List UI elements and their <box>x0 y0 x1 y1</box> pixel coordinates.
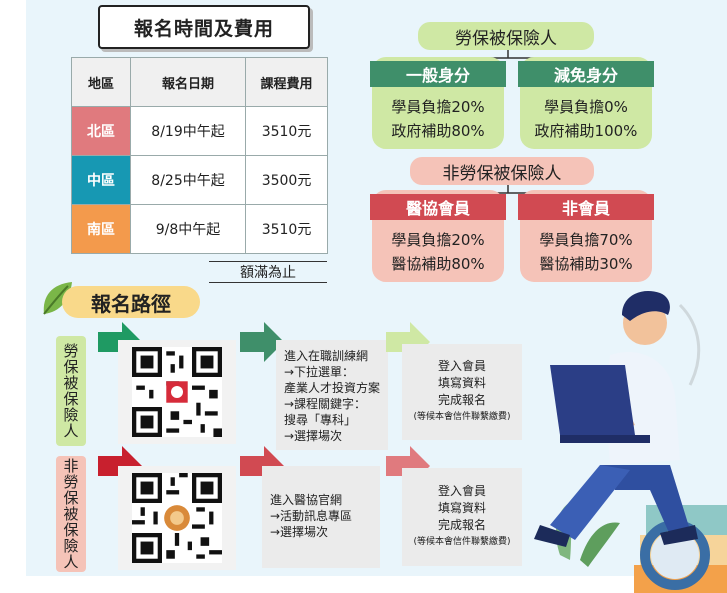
insured-title: 勞保被保險人 <box>418 22 594 50</box>
table-row: 南區 9/8中午起 3510元 <box>71 204 328 254</box>
fee-section-title: 報名時間及費用 <box>98 5 310 49</box>
fee-cell: 3510元 <box>245 204 328 254</box>
row2-step: 進入醫協官網 <box>270 493 343 507</box>
row2-final: 登入會員 填寫資料 完成報名 (等候本會信件聯繫繳費) <box>402 468 522 566</box>
non-member-line1: 學員負擔70% <box>539 231 633 249</box>
non-member-card: 非會員 學員負擔70% 醫協補助30% <box>518 190 654 282</box>
non-member-line2: 醫協補助30% <box>539 255 633 273</box>
non-insured-title-text: 非勞保被保險人 <box>442 163 562 184</box>
row1-final-line: 填寫資料 <box>437 376 486 390</box>
row1-steps: 進入在職訓練網 →下拉選單： 產業人才投資方案 →課程關鍵字： 搜尋「專科」 →… <box>276 340 388 450</box>
table-row: 中區 8/25中午起 3500元 <box>71 155 328 205</box>
row1-step: →選擇場次 <box>284 429 343 443</box>
general-line2: 政府補助80% <box>391 122 485 140</box>
qr-code-icon <box>132 347 222 437</box>
general-line1: 學員負擔20% <box>391 98 485 116</box>
row1-step: →下拉選單： <box>284 365 355 379</box>
row1-arrow-2 <box>240 322 284 362</box>
route-title-text: 報名路徑 <box>91 291 171 316</box>
qr-code-row1[interactable] <box>118 340 236 444</box>
general-ribbon: 一般身分 <box>370 61 506 87</box>
row2-final-line: 完成報名 <box>437 518 486 532</box>
date-cell: 9/8中午起 <box>129 204 247 254</box>
row1-step: 進入在職訓練網 <box>284 349 369 363</box>
date-cell: 8/19中午起 <box>129 106 247 156</box>
table-row: 北區 8/19中午起 3510元 <box>71 106 328 156</box>
region-cell: 北區 <box>71 106 131 156</box>
fee-cell: 3500元 <box>245 155 328 205</box>
row2-final-note: (等候本會信件聯繫繳費) <box>413 537 511 547</box>
row2-label: 非勞保被保險人 <box>56 456 86 572</box>
row1-final-line: 登入會員 <box>437 359 486 373</box>
row1-final: 登入會員 填寫資料 完成報名 (等候本會信件聯繫繳費) <box>402 344 522 440</box>
row2-step: →選擇場次 <box>270 525 329 539</box>
member-line1: 學員負擔20% <box>391 231 485 249</box>
member-ribbon: 醫協會員 <box>370 194 506 220</box>
row2-step: →活動訊息專區 <box>270 509 353 523</box>
row2-final-line: 填寫資料 <box>437 501 486 515</box>
row2-final-line: 登入會員 <box>437 484 486 498</box>
non-member-ribbon: 非會員 <box>518 194 654 220</box>
qr-code-icon <box>132 473 222 563</box>
row1-step: →課程關鍵字： <box>284 397 367 411</box>
reduced-ribbon: 減免身分 <box>518 61 654 87</box>
person-laptop-illustration <box>534 291 727 593</box>
route-title: 報名路徑 <box>62 286 200 318</box>
header-fee: 課程費用 <box>245 57 328 107</box>
reduced-card: 減免身分 學員負擔0% 政府補助100% <box>518 57 654 149</box>
row1-final-note: (等候本會信件聯繫繳費) <box>413 412 511 422</box>
member-card: 醫協會員 學員負擔20% 醫協補助80% <box>370 190 506 282</box>
header-region: 地區 <box>71 57 131 107</box>
qr-code-row2[interactable] <box>118 466 236 570</box>
member-line2: 醫協補助80% <box>391 255 485 273</box>
fee-title-text: 報名時間及費用 <box>133 17 274 40</box>
row1-label: 勞保被保險人 <box>56 336 86 446</box>
leaf-icon <box>43 282 72 315</box>
full-note: 額滿為止 <box>209 261 327 283</box>
region-cell: 中區 <box>71 155 131 205</box>
non-insured-title: 非勞保被保險人 <box>410 157 594 185</box>
fee-table-header: 地區 報名日期 課程費用 <box>71 57 328 107</box>
row1-final-line: 完成報名 <box>437 393 486 407</box>
general-card: 一般身分 學員負擔20% 政府補助80% <box>370 57 506 149</box>
insured-title-text: 勞保被保險人 <box>455 28 557 49</box>
reduced-line1: 學員負擔0% <box>544 98 628 116</box>
row1-step: 搜尋「專科」 <box>284 413 357 427</box>
row1-step: 產業人才投資方案 <box>284 381 381 395</box>
reduced-line2: 政府補助100% <box>534 122 638 140</box>
fee-table: 地區 報名日期 課程費用 北區 8/19中午起 3510元 中區 8/25中午起… <box>71 57 328 254</box>
full-note-text: 額滿為止 <box>240 265 296 281</box>
header-date: 報名日期 <box>129 57 247 107</box>
region-cell: 南區 <box>71 204 131 254</box>
fee-cell: 3510元 <box>245 106 328 156</box>
row2-steps: 進入醫協官網 →活動訊息專區 →選擇場次 <box>262 466 380 568</box>
date-cell: 8/25中午起 <box>129 155 247 205</box>
